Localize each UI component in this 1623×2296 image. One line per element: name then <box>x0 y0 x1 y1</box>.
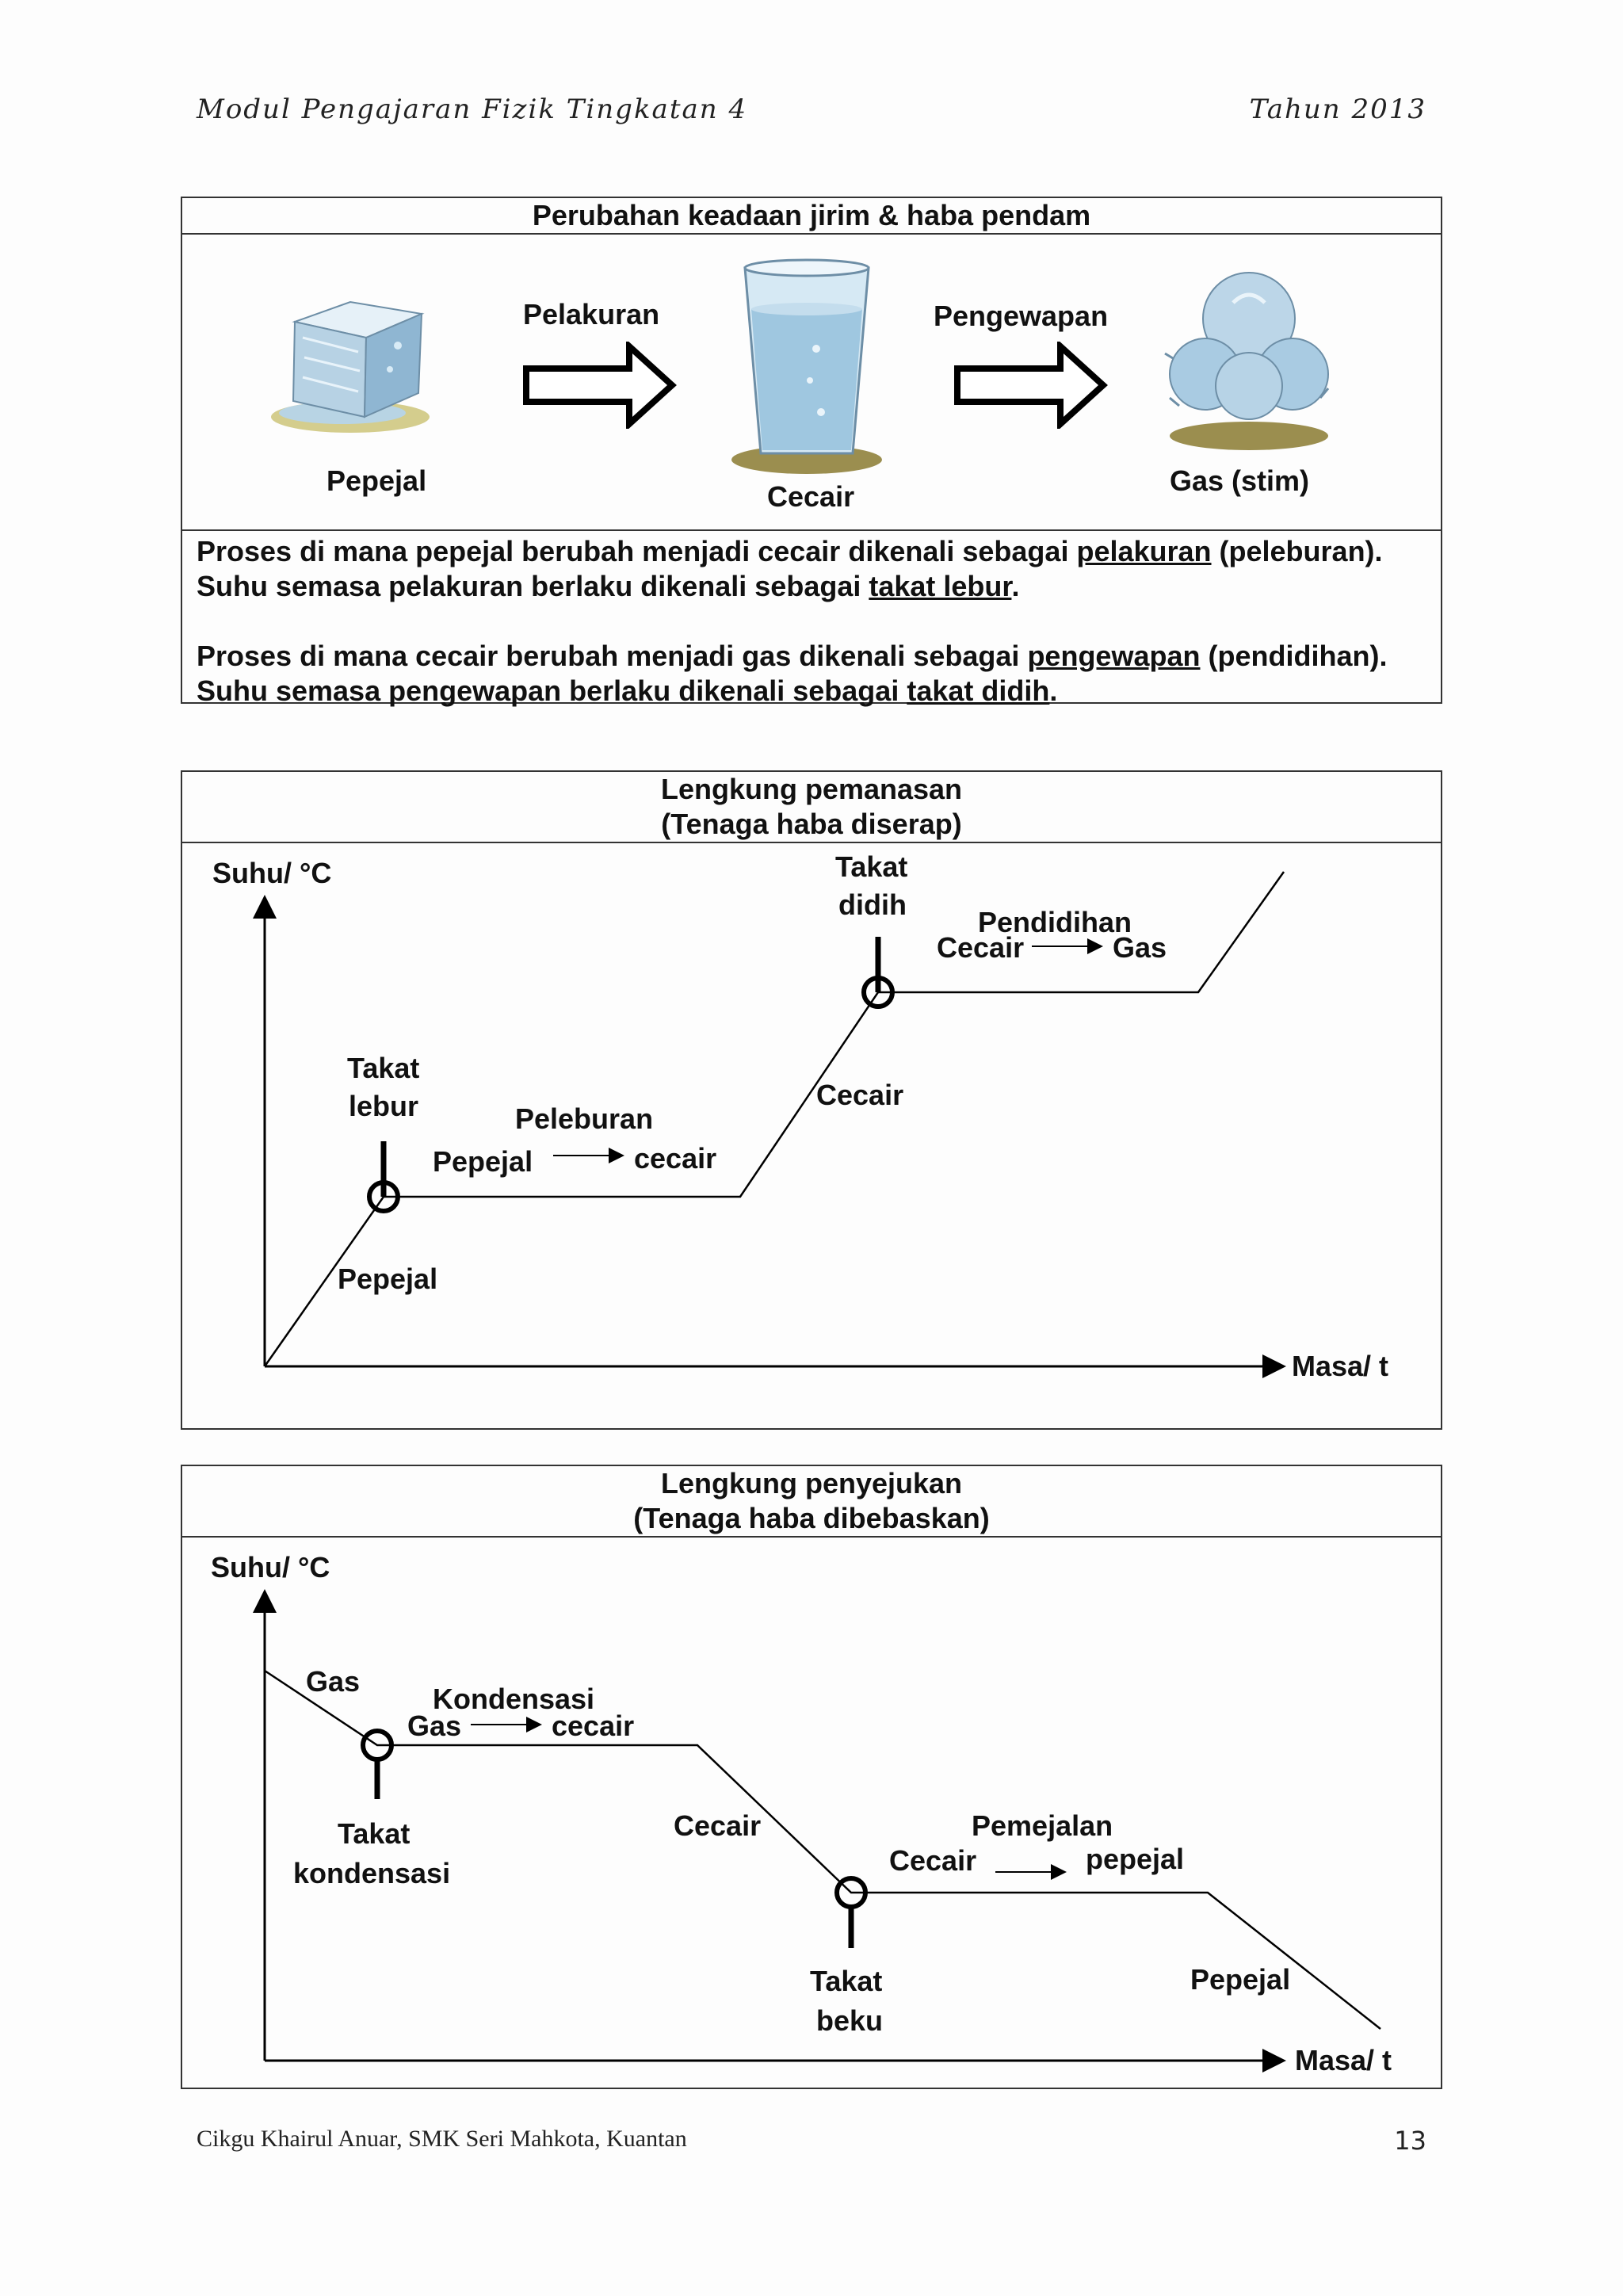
condensation-point-label: kondensasi <box>293 1857 450 1889</box>
arrow-right-icon <box>954 342 1108 429</box>
heating-curve-line <box>263 871 1285 1367</box>
states-box-title: Perubahan keadaan jirim & haba pendam <box>182 198 1441 235</box>
header-year: Tahun 2013 <box>1249 94 1426 125</box>
x-axis-label: Masa/ t <box>1295 2044 1392 2076</box>
state-label-liquid: Cecair <box>767 480 855 513</box>
y-axis-label: Suhu/ °C <box>211 1551 330 1584</box>
condensation-to-label: cecair <box>552 1710 634 1742</box>
freezing-process-label: Pemejalan <box>972 1809 1113 1842</box>
state-label-gas: Gas (stim) <box>1170 464 1310 497</box>
melting-process-label: Peleburan <box>515 1102 653 1135</box>
freezing-from-label: Cecair <box>889 1844 976 1877</box>
melting-point-label: lebur <box>349 1090 418 1122</box>
liquid-segment-label: Cecair <box>674 1809 761 1842</box>
footer-author: Cikgu Khairul Anuar, SMK Seri Mahkota, K… <box>197 2126 687 2152</box>
gas-segment-label: Gas <box>306 1665 360 1698</box>
melting-point-label: Takat <box>347 1052 419 1084</box>
solid-segment-label: Pepejal <box>1190 1963 1290 1996</box>
x-axis-label: Masa/ t <box>1292 1350 1388 1382</box>
boiling-to-label: Gas <box>1113 931 1167 964</box>
page-number: 13 <box>1394 2126 1426 2156</box>
heating-curve-title: Lengkung pemanasan (Tenaga haba diserap) <box>182 772 1441 843</box>
y-axis-label: Suhu/ °C <box>212 857 331 889</box>
header-title: Modul Pengajaran Fizik Tingkatan 4 <box>197 94 748 125</box>
cooling-curve-box: Lengkung penyejukan (Tenaga haba dibebas… <box>181 1465 1442 2089</box>
solid-segment-label: Pepejal <box>338 1263 437 1295</box>
water-glass-icon <box>731 258 882 474</box>
process-label-melting: Pelakuran <box>523 298 660 330</box>
liquid-segment-label: Cecair <box>816 1079 903 1111</box>
boiling-point-label: Takat <box>835 850 907 883</box>
melting-paragraph: Proses di mana pepejal berubah menjadi c… <box>197 535 1383 602</box>
boiling-point-label: didih <box>838 888 907 921</box>
states-diagram: Pelakuran Pengewapan Pe <box>182 235 1441 531</box>
condensation-process-label: Kondensasi <box>433 1683 594 1715</box>
evaporation-paragraph: Proses di mana cecair berubah menjadi ga… <box>197 640 1388 707</box>
arrow-right-icon <box>523 342 677 429</box>
heating-curve-graph: Suhu/ °C Masa/ t Takat lebur Takat didih… <box>212 850 1388 1382</box>
boiling-from-label: Cecair <box>937 931 1024 964</box>
freezing-to-label: pepejal <box>1086 1843 1184 1875</box>
ice-cube-icon <box>271 300 430 433</box>
condensation-from-label: Gas <box>407 1710 461 1742</box>
steam-cloud-icon <box>1164 272 1330 450</box>
freezing-point-label: beku <box>816 2004 883 2037</box>
state-label-solid: Pepejal <box>327 464 427 497</box>
melting-from-label: Pepejal <box>433 1145 533 1178</box>
states-of-matter-box: Perubahan keadaan jirim & haba pendam Pe… <box>181 197 1442 707</box>
process-label-evaporation: Pengewapan <box>934 300 1109 332</box>
boiling-process-label: Pendidihan <box>978 906 1132 938</box>
melting-point-circle <box>367 1180 400 1213</box>
cooling-curve-title: Lengkung penyejukan (Tenaga haba dibebas… <box>182 1466 1441 1538</box>
heating-curve-box: Lengkung pemanasan (Tenaga haba diserap)… <box>181 770 1442 1430</box>
condensation-point-label: Takat <box>338 1817 410 1850</box>
states-description: Proses di mana pepejal berubah menjadi c… <box>182 531 1441 712</box>
melting-to-label: cecair <box>634 1142 716 1175</box>
boiling-point-circle <box>861 976 895 1009</box>
cooling-curve-line <box>264 1669 1381 2030</box>
cooling-curve-graph: Suhu/ °C Masa/ t Gas Kondensasi Gas ceca… <box>211 1551 1392 2076</box>
freezing-point-label: Takat <box>810 1965 882 1997</box>
